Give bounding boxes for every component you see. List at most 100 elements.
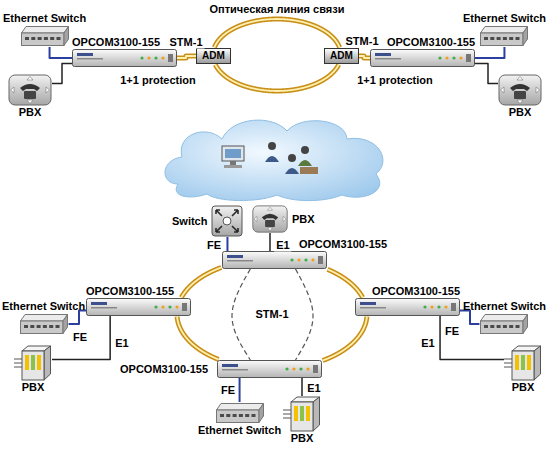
optical-ring-arc-stroke <box>177 317 218 360</box>
opcom-device: OPCOM3100-155 <box>120 360 322 378</box>
node-label: ADM <box>330 50 353 62</box>
opcom-icon <box>217 360 322 378</box>
opcom-device: OPCOM3100-155 <box>72 36 177 67</box>
stm1-fiber-link-stroke <box>359 56 370 58</box>
pbx: PBX <box>14 345 52 394</box>
opcom-icon <box>86 298 191 316</box>
optical-ring-arc <box>215 65 338 91</box>
core-switch: Switch <box>172 205 243 237</box>
node-label: PBX <box>292 213 315 226</box>
opcom-shape <box>355 298 460 316</box>
pbx: PBX <box>498 74 542 119</box>
node-label: OPCOM3100-155 <box>120 363 208 376</box>
annotation-label: 1+1 protection <box>118 74 198 87</box>
opcom-shape <box>222 251 327 269</box>
stm1-mesh-link-stroke <box>296 269 314 360</box>
pbx: PBX <box>283 396 321 445</box>
es-shape <box>19 313 69 335</box>
stm1-fiber-link <box>177 56 196 58</box>
pbx: PBX <box>504 345 542 394</box>
stm1-mesh-link-stroke <box>232 269 250 360</box>
ethernet-link-stroke <box>50 47 72 58</box>
es-icon <box>215 402 265 424</box>
pbx2-icon <box>283 396 321 432</box>
router-shape <box>211 205 243 237</box>
ethernet-switch: Ethernet Switch <box>463 12 546 47</box>
optical-ring-arc-stroke <box>181 267 221 297</box>
node-label: Switch <box>172 215 207 228</box>
ethernet-link-stroke <box>460 311 479 324</box>
adm-box: ADM <box>324 48 359 64</box>
e1-link-stroke <box>269 233 271 251</box>
link-title: Оптическая линия связи <box>208 3 347 16</box>
node-label: PBX <box>22 381 45 394</box>
opcom-device: OPCOM3100-155 <box>370 36 475 67</box>
network-cloud <box>165 120 383 201</box>
node-label: OPCOM3100-155 <box>387 36 475 49</box>
link-label: STM-1 <box>344 35 381 48</box>
node-label: Ethernet Switch <box>463 300 546 313</box>
pbx1-shape <box>8 74 52 106</box>
opcom-icon <box>355 298 460 316</box>
optical-ring-arc-stroke <box>181 267 221 297</box>
node-label: PBX <box>19 106 42 119</box>
ethernet-switch: Ethernet Switch <box>463 300 546 335</box>
stm1-mesh-link <box>232 269 250 360</box>
node-label: OPCOM3100-155 <box>299 238 387 251</box>
e1-link-stroke <box>475 63 498 83</box>
e1-link-stroke <box>301 378 303 396</box>
optical-ring-arc-stroke <box>328 269 363 297</box>
node-label: PBX <box>291 432 314 445</box>
node-label: OPCOM3100-155 <box>372 285 460 298</box>
pbx2-icon <box>14 345 52 381</box>
ethernet-link <box>69 311 86 324</box>
optical-ring-arc <box>328 269 363 297</box>
node-label: Ethernet Switch <box>463 12 546 25</box>
ethernet-link-stroke <box>239 378 241 402</box>
stm1-fiber-link-stroke <box>177 56 196 58</box>
optical-ring-arc-stroke <box>214 19 339 47</box>
pbx1-icon <box>498 74 542 106</box>
e1-link <box>52 63 72 83</box>
opcom-device: OPCOM3100-155 <box>86 285 191 316</box>
user-group-icon <box>265 142 318 174</box>
optical-ring-arc-stroke <box>328 269 363 297</box>
optical-ring-arc <box>323 317 367 361</box>
es-shape <box>20 25 70 47</box>
optical-ring-arc <box>181 267 221 297</box>
es-icon <box>479 25 529 47</box>
node-label: Ethernet Switch <box>3 12 86 25</box>
link-label: E1 <box>274 239 291 252</box>
pbxc-shape <box>252 205 288 233</box>
opcom-icon <box>72 49 177 67</box>
ethernet-link-stroke <box>226 237 228 251</box>
optical-ring-arc-stroke <box>177 317 218 360</box>
opcom-shape <box>72 49 177 67</box>
pbxc-icon <box>252 205 288 233</box>
node-label: Ethernet Switch <box>198 424 281 437</box>
pbx2-shape <box>14 345 52 381</box>
pbx2-icon <box>504 345 542 381</box>
link-label: FE <box>443 325 461 338</box>
pbx1-shape <box>498 74 542 106</box>
ethernet-link <box>50 47 72 58</box>
ethernet-link <box>227 237 228 251</box>
optical-ring-arc <box>214 19 339 47</box>
e1-link <box>302 378 303 396</box>
es-icon <box>479 313 529 335</box>
node-label: OPCOM3100-155 <box>86 285 174 298</box>
link-label: FE <box>205 239 223 252</box>
opcom-device: OPCOM3100-155 <box>222 238 387 269</box>
pbx: PBX <box>252 205 315 233</box>
node-label: PBX <box>509 106 532 119</box>
annotation-label: STM-1 <box>254 308 291 321</box>
stm1-mesh-link <box>296 269 314 360</box>
pbx: PBX <box>8 74 52 119</box>
optical-ring-arc <box>177 317 218 360</box>
ethernet-link-stroke <box>475 47 504 58</box>
pbx1-icon <box>8 74 52 106</box>
stm1-fiber-link-stroke <box>177 56 196 58</box>
optical-ring-arc-stroke <box>323 317 367 361</box>
ethernet-switch: Ethernet Switch <box>198 402 281 437</box>
